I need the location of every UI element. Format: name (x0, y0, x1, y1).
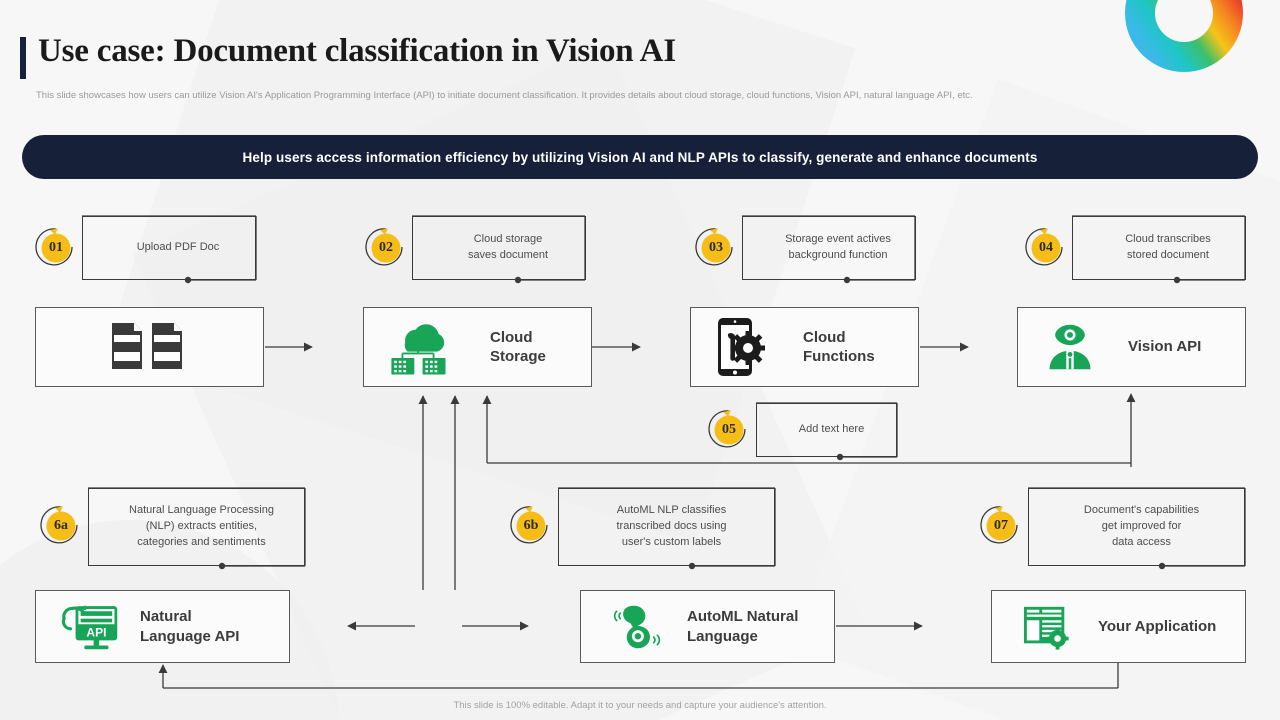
rainbow-ring-logo-icon (1123, 0, 1245, 74)
automl-natural-language-icon (607, 602, 667, 652)
node-your-application-label: Your Application (1098, 617, 1217, 635)
step-text-6a: Natural Language Processing (NLP) extrac… (129, 504, 274, 548)
page-title: Use case: Document classification in Vis… (38, 33, 676, 69)
page-title-block: Use case: Document classification in Vis… (20, 35, 676, 79)
headline-banner-text: Help users access information efficiency… (242, 149, 1038, 165)
page-subtitle: This slide showcases how users can utili… (36, 90, 973, 101)
node-cloud-storage[interactable]: Cloud Storage (363, 307, 592, 387)
step-badge-01-number: 01 (49, 240, 63, 255)
vision-api-icon (1042, 321, 1098, 373)
step-badge-07-number: 07 (994, 518, 1008, 533)
step-badge-6a[interactable]: 6a (39, 503, 83, 547)
step-text-07: Document's capabilities get improved for… (1083, 504, 1200, 548)
node-vision-api-label: Vision API (1128, 338, 1202, 356)
footer-note: This slide is 100% editable. Adapt it to… (453, 700, 827, 711)
documents-icon (110, 321, 190, 373)
step-text-04: Cloud transcribes stored document (1125, 233, 1211, 261)
step-badge-04[interactable]: 04 (1024, 225, 1068, 269)
node-natural-language-api-label: Natural Language API (140, 608, 240, 645)
step-badge-02-number: 02 (379, 240, 393, 255)
node-vision-api[interactable]: Vision API (1017, 307, 1246, 387)
step-text-05: Add text here (798, 423, 865, 436)
step-badge-05[interactable]: 05 (707, 407, 751, 451)
node-automl-natural-language[interactable]: AutoML Natural Language (580, 590, 835, 663)
step-badge-01[interactable]: 01 (34, 225, 78, 269)
node-natural-language-api[interactable]: API Natural Language API (35, 590, 290, 663)
node-documents[interactable] (35, 307, 264, 387)
cloud-storage-icon (382, 318, 454, 376)
step-box-07: Document's capabilities get improved for… (1028, 488, 1245, 566)
step-text-02: Cloud storage saves document (467, 233, 549, 261)
step-badge-03-number: 03 (709, 240, 723, 255)
step-badge-07[interactable]: 07 (979, 503, 1023, 547)
cloud-functions-icon (709, 316, 771, 378)
your-application-icon (1018, 603, 1076, 651)
node-cloud-functions[interactable]: Cloud Functions (690, 307, 919, 387)
step-badge-6b-number: 6b (523, 518, 539, 533)
step-badge-02[interactable]: 02 (364, 225, 408, 269)
natural-language-api-icon: API (58, 602, 120, 652)
step-badge-6a-number: 6a (54, 518, 68, 533)
node-cloud-functions-label: Cloud Functions (803, 328, 875, 366)
step-badge-03[interactable]: 03 (694, 225, 738, 269)
node-automl-natural-language-label: AutoML Natural Language (687, 608, 799, 645)
node-cloud-storage-label: Cloud Storage (490, 328, 546, 366)
step-text-03: Storage event actives background functio… (785, 233, 891, 261)
step-text-01: Upload PDF Doc (136, 241, 220, 254)
step-badge-6b[interactable]: 6b (509, 503, 553, 547)
step-badge-04-number: 04 (1039, 240, 1053, 255)
step-badge-05-number: 05 (722, 422, 736, 437)
step-text-6b: AutoML NLP classifies transcribed docs u… (616, 504, 727, 548)
title-accent-bar (20, 37, 26, 79)
svg-text:API: API (86, 625, 106, 639)
step-box-6a: Natural Language Processing (NLP) extrac… (88, 488, 305, 566)
headline-banner: Help users access information efficiency… (22, 135, 1258, 179)
step-box-02: Cloud storage saves document (412, 216, 586, 280)
node-your-application[interactable]: Your Application (991, 590, 1246, 663)
